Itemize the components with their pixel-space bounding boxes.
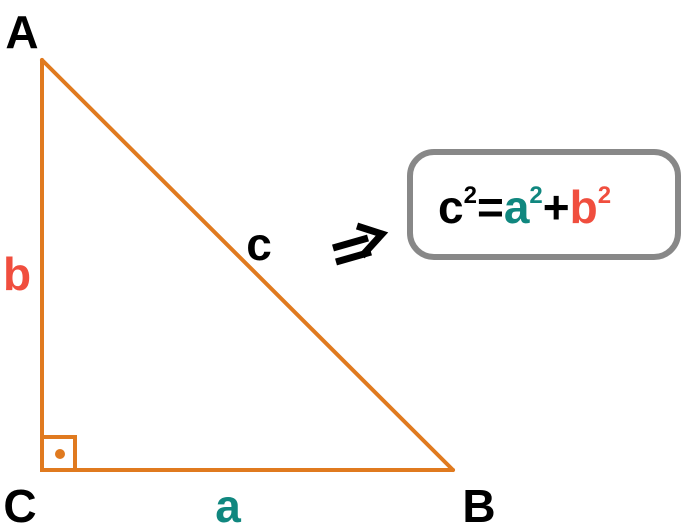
side-label-a: a [215, 480, 241, 529]
vertex-label-c: C [3, 480, 36, 529]
formula-b: b [570, 181, 598, 233]
implies-arrow-icon [332, 222, 389, 266]
formula-equals: = [477, 181, 504, 233]
formula-c-exponent: 2 [464, 182, 477, 209]
formula-a-exponent: 2 [529, 182, 542, 209]
side-label-b: b [3, 248, 31, 300]
formula-c: c [438, 181, 464, 233]
side-c-line [40, 58, 455, 472]
formula-text: c2=a2+b2 [438, 181, 611, 233]
formula-plus: + [543, 181, 570, 233]
formula-box [407, 149, 681, 260]
vertex-label-b: B [462, 480, 495, 529]
side-label-c: c [246, 218, 272, 270]
vertex-label-a: A [5, 6, 38, 58]
formula-b-exponent: 2 [598, 182, 611, 209]
right-triangle [40, 58, 455, 472]
right-angle-icon [40, 435, 77, 472]
formula-a: a [504, 181, 530, 233]
